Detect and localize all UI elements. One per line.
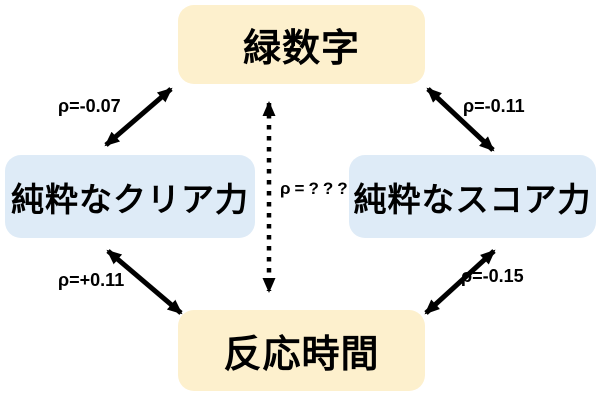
edge-label-score-reaction: ρ=-0.15 bbox=[461, 266, 524, 286]
edge-clear-reaction-arrow bbox=[106, 249, 183, 315]
edge-label-green-reaction: ρ=??? bbox=[280, 179, 352, 198]
node-green-number-label: 緑数字 bbox=[242, 28, 360, 70]
node-reaction-time-label: 反応時間 bbox=[223, 334, 380, 376]
edge-label-clear-green: ρ=-0.07 bbox=[58, 96, 121, 116]
node-pure-score-power: 純粋なスコア力 bbox=[349, 155, 596, 238]
edge-label-clear-reaction: ρ=+0.11 bbox=[58, 270, 125, 290]
node-green-number: 緑数字 bbox=[178, 5, 425, 84]
edge-clear-green-arrow bbox=[104, 87, 173, 147]
edge-green-score-arrow bbox=[426, 87, 495, 152]
node-pure-clear-power-label: 純粋なクリア力 bbox=[11, 180, 249, 218]
node-pure-score-power-label: 純粋なスコア力 bbox=[353, 180, 592, 218]
edge-label-green-score: ρ=-0.11 bbox=[463, 96, 525, 116]
node-pure-clear-power: 純粋なクリア力 bbox=[5, 155, 255, 238]
node-reaction-time: 反応時間 bbox=[178, 310, 425, 391]
edge-score-reaction-arrow bbox=[424, 249, 496, 315]
